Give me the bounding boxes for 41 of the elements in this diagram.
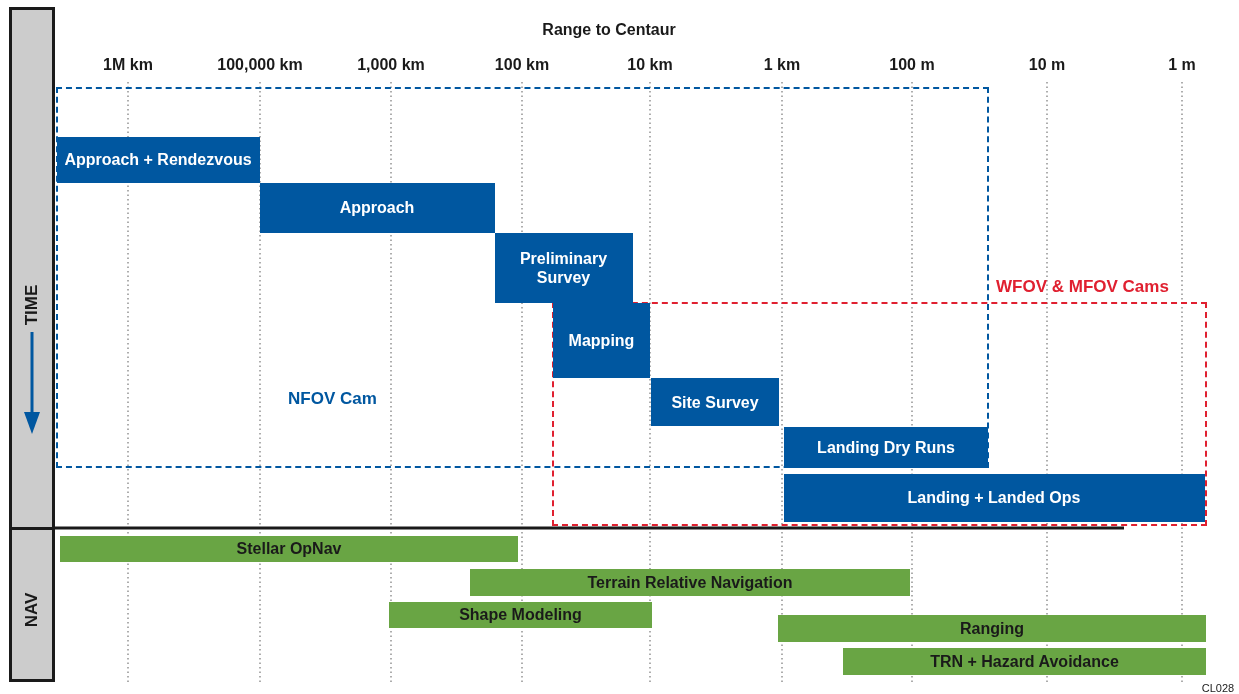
tick-label: 1M km [103, 56, 153, 74]
phase-bar [553, 303, 650, 378]
tick-label: 10 km [627, 56, 673, 74]
bar-label: Approach + Rendezvous [63, 150, 253, 169]
bar-label: Preliminary Survey [518, 248, 609, 287]
phase-bar [784, 427, 988, 468]
tick-label: 100 m [889, 56, 935, 74]
nav-bar [843, 648, 1206, 675]
phase-bar [259, 182, 495, 233]
phase-bar [56, 136, 260, 183]
bar-label: Landing + Landed Ops [906, 488, 1082, 507]
camera-label: NFOV Cam [288, 389, 377, 409]
bar-label: Ranging [959, 619, 1025, 638]
bar-label: TRN + Hazard Avoidance [929, 652, 1120, 671]
tick-label: 100,000 km [217, 56, 303, 74]
bar-label: Mapping [567, 331, 636, 350]
axis-title: Range to Centaur [542, 21, 676, 39]
bar-label: Stellar OpNav [235, 540, 343, 558]
bar-label: Terrain Relative Navigation [586, 573, 794, 592]
camera-label: WFOV & MFOV Cams [996, 277, 1169, 297]
bar-label: Landing Dry Runs [816, 438, 956, 457]
nav-bar [389, 602, 652, 628]
section-label: NAV [22, 592, 42, 628]
tick-label: 100 km [494, 56, 550, 74]
section-label: TIME [22, 284, 42, 326]
bar-label: Site Survey [670, 392, 760, 412]
nav-bar [778, 615, 1206, 642]
time-panel [9, 7, 55, 530]
phase-bar [494, 232, 633, 303]
bar-label: Shape Modeling [458, 606, 583, 624]
nav-bar [470, 569, 910, 596]
phase-bar [783, 473, 1205, 522]
figure-code: CL028 [1201, 682, 1235, 694]
tick-label: 1 km [763, 56, 801, 74]
nav-bar [60, 536, 518, 562]
tick-label: 1 m [1168, 56, 1196, 74]
phase-bar [651, 378, 779, 426]
nav-panel [9, 527, 55, 682]
bar-label: Approach [338, 198, 416, 217]
tick-label: 10 m [1028, 56, 1066, 74]
tick-label: 1,000 km [357, 56, 425, 74]
